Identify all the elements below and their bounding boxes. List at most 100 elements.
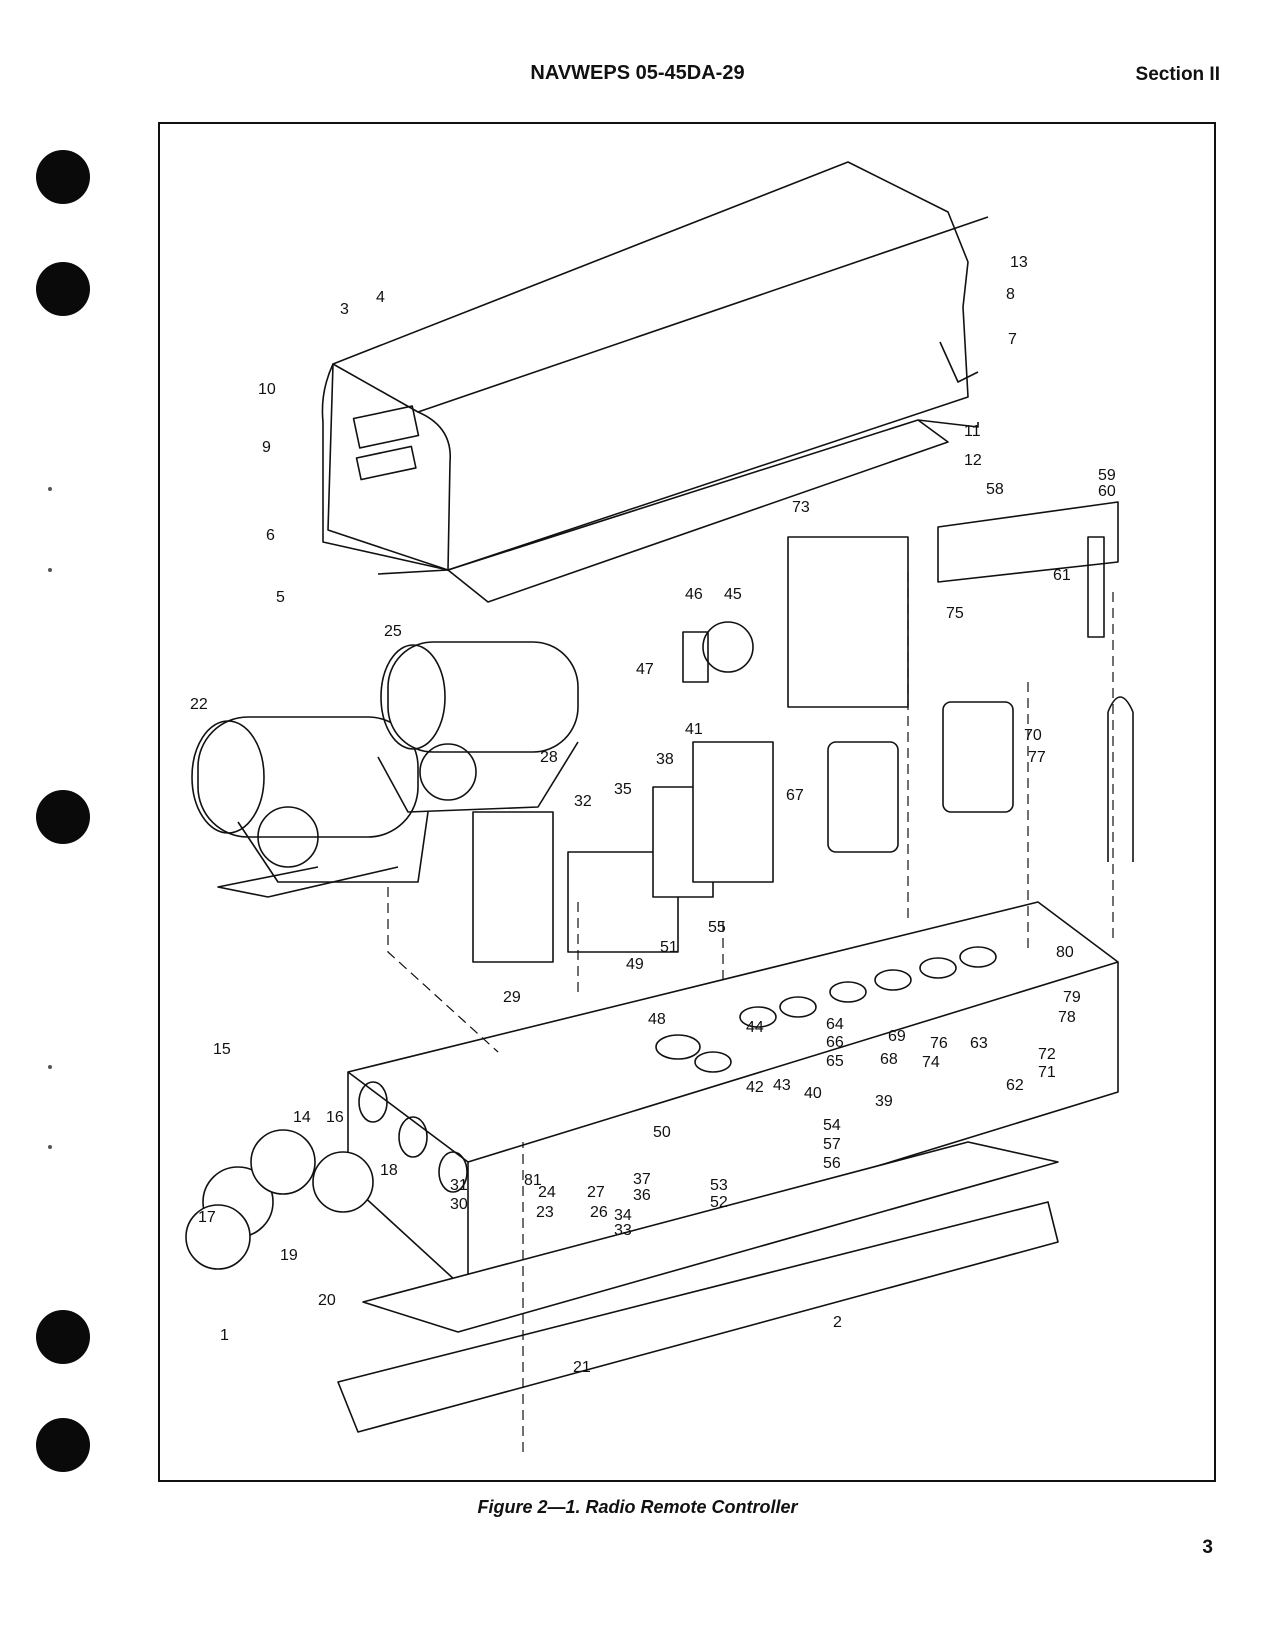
callout-26: 26 xyxy=(590,1204,608,1221)
binder-hole-4 xyxy=(36,1310,90,1364)
callout-14: 14 xyxy=(293,1109,311,1126)
callout-22: 22 xyxy=(190,696,208,713)
binder-hole-3 xyxy=(36,790,90,844)
callout-50: 50 xyxy=(653,1124,671,1141)
callout-52: 52 xyxy=(710,1194,728,1211)
callout-64: 64 xyxy=(826,1016,844,1033)
callout-71: 71 xyxy=(1038,1064,1056,1081)
callout-35: 35 xyxy=(614,781,632,798)
callout-59: 59 xyxy=(1098,467,1116,484)
callout-24: 24 xyxy=(538,1184,556,1201)
callout-45: 45 xyxy=(724,586,742,603)
callout-75: 75 xyxy=(946,605,964,622)
callout-77: 77 xyxy=(1028,749,1046,766)
callout-63: 63 xyxy=(970,1035,988,1052)
callout-78: 78 xyxy=(1058,1009,1076,1026)
callout-46: 46 xyxy=(685,586,703,603)
callout-25: 25 xyxy=(384,623,402,640)
callout-49: 49 xyxy=(626,956,644,973)
callout-11: 11 xyxy=(964,423,981,440)
callout-74: 74 xyxy=(922,1054,940,1071)
callout-53: 53 xyxy=(710,1177,728,1194)
callout-60: 60 xyxy=(1098,483,1116,500)
callout-43: 43 xyxy=(773,1077,791,1094)
components-drawing xyxy=(472,501,1134,963)
callout-4: 4 xyxy=(376,289,385,306)
callout-27: 27 xyxy=(587,1184,605,1201)
callout-33: 33 xyxy=(614,1222,632,1239)
figure-frame xyxy=(158,122,1216,1482)
callout-18: 18 xyxy=(380,1162,398,1179)
callout-58: 58 xyxy=(986,481,1004,498)
figure-caption: Figure 2—1. Radio Remote Controller xyxy=(477,1497,798,1517)
callout-38: 38 xyxy=(656,751,674,768)
callout-65: 65 xyxy=(826,1053,844,1070)
scan-mark xyxy=(48,1065,52,1069)
callout-15: 15 xyxy=(213,1041,231,1058)
callout-81: 81 xyxy=(524,1172,542,1189)
binder-hole-2 xyxy=(36,262,90,316)
callout-48: 48 xyxy=(648,1011,666,1028)
callout-17: 17 xyxy=(198,1209,216,1226)
callout-1: 1 xyxy=(220,1327,229,1344)
callout-10: 10 xyxy=(258,381,276,398)
relay-assemblies-drawing xyxy=(191,641,579,898)
callout-44: 44 xyxy=(746,1019,764,1036)
callout-47: 47 xyxy=(636,661,654,678)
callout-13: 13 xyxy=(1010,254,1028,271)
callout-40: 40 xyxy=(804,1085,822,1102)
callout-54: 54 xyxy=(823,1117,841,1134)
callout-66: 66 xyxy=(826,1034,844,1051)
callout-72: 72 xyxy=(1038,1046,1056,1063)
exploded-view-drawing: 1234567891011121314151617181920212223242… xyxy=(185,161,1134,1452)
callout-62: 62 xyxy=(1006,1077,1024,1094)
callout-55: 55 xyxy=(708,919,726,936)
callout-37: 37 xyxy=(633,1171,651,1188)
callout-21: 21 xyxy=(573,1359,591,1376)
callout-73: 73 xyxy=(792,499,810,516)
callout-79: 79 xyxy=(1063,989,1081,1006)
callout-3: 3 xyxy=(340,301,349,318)
binder-hole-5 xyxy=(36,1418,90,1472)
callout-56: 56 xyxy=(823,1155,841,1172)
callout-2: 2 xyxy=(833,1314,842,1331)
callout-69: 69 xyxy=(888,1028,906,1045)
scan-mark xyxy=(48,1145,52,1149)
callout-32: 32 xyxy=(574,793,592,810)
callout-67: 67 xyxy=(786,787,804,804)
callout-51: 51 xyxy=(660,939,678,956)
callout-23: 23 xyxy=(536,1204,554,1221)
callout-68: 68 xyxy=(880,1051,898,1068)
callout-76: 76 xyxy=(930,1035,948,1052)
callout-29: 29 xyxy=(503,989,521,1006)
callout-42: 42 xyxy=(746,1079,764,1096)
callout-31: 31 xyxy=(450,1177,468,1194)
callout-8: 8 xyxy=(1006,286,1015,303)
callout-12: 12 xyxy=(964,452,982,469)
section-label: Section II xyxy=(1135,64,1220,85)
callout-19: 19 xyxy=(280,1247,298,1264)
callout-41: 41 xyxy=(685,721,703,738)
callout-labels: 1234567891011121314151617181920212223242… xyxy=(190,254,1116,1376)
callout-61: 61 xyxy=(1053,567,1071,584)
callout-39: 39 xyxy=(875,1093,893,1110)
connectors-drawing xyxy=(185,1129,1059,1433)
callout-20: 20 xyxy=(318,1292,336,1309)
scan-mark xyxy=(48,568,52,572)
callout-6: 6 xyxy=(266,527,275,544)
callout-57: 57 xyxy=(823,1136,841,1153)
scan-mark xyxy=(48,487,52,491)
cover-drawing xyxy=(321,161,989,603)
binder-hole-1 xyxy=(36,150,90,204)
callout-16: 16 xyxy=(326,1109,344,1126)
callout-9: 9 xyxy=(262,439,271,456)
callout-36: 36 xyxy=(633,1187,651,1204)
callout-7: 7 xyxy=(1008,331,1017,348)
callout-80: 80 xyxy=(1056,944,1074,961)
callout-5: 5 xyxy=(276,589,285,606)
callout-70: 70 xyxy=(1024,727,1042,744)
callout-30: 30 xyxy=(450,1196,468,1213)
page-number: 3 xyxy=(1202,1537,1213,1558)
callout-28: 28 xyxy=(540,749,558,766)
document-number: NAVWEPS 05-45DA-29 xyxy=(530,62,745,84)
